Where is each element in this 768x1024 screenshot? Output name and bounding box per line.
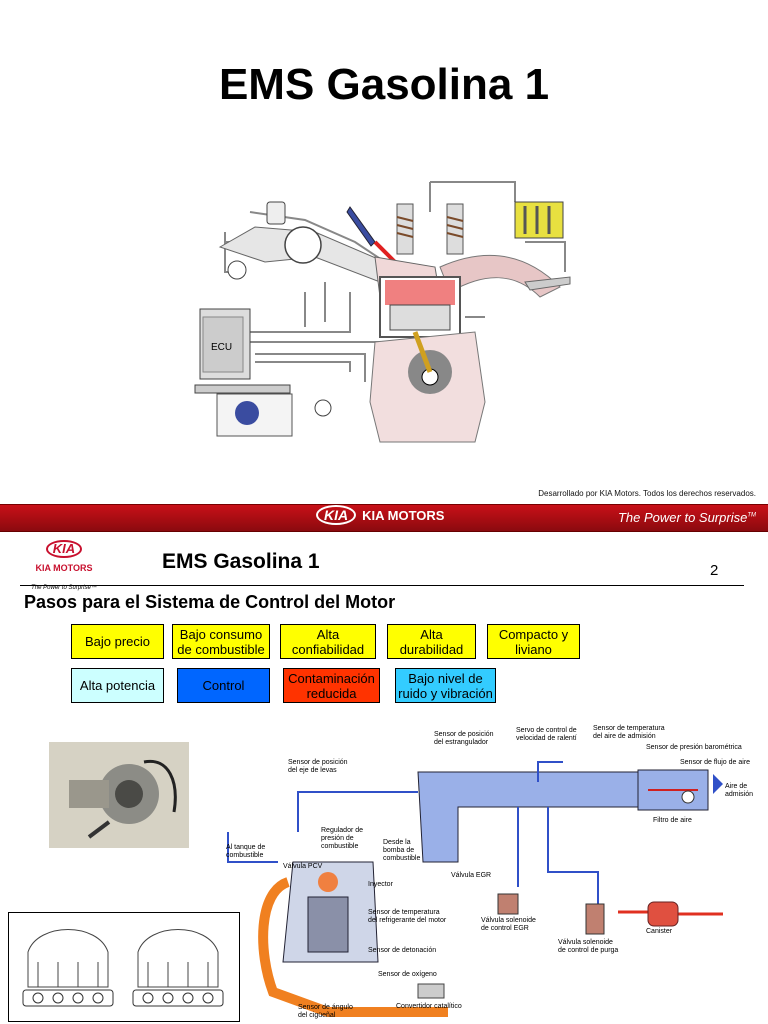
logo-slogan: The Power to Surprise™: [31, 585, 97, 591]
feature-box: Compacto y liviano: [487, 624, 580, 659]
label-tps: Sensor de posición: [434, 731, 494, 738]
label-tank: Al tanque de: [226, 844, 265, 851]
label-regulator2: presión de: [321, 835, 354, 842]
label-baro: Sensor de presión barométrica: [646, 744, 742, 751]
label-isc2: velocidad de ralentí: [516, 735, 577, 742]
label-cat: Convertidor catalítico: [396, 1003, 462, 1010]
label-cmp2: del eje de levas: [288, 767, 337, 774]
banner-brand: KIA MOTORS: [362, 507, 445, 523]
feature-box: Bajo precio: [71, 624, 164, 659]
label-maf: Sensor de flujo de aire: [680, 759, 750, 766]
label-pcv: Válvula PCV: [283, 863, 323, 870]
label-filter: Filtro de aire: [653, 817, 692, 824]
feature-box: Contaminación reducida: [283, 668, 380, 703]
feature-box: Bajo consumo de combustible: [172, 624, 270, 659]
label-cmp: Sensor de posición: [288, 759, 348, 766]
slide1-title: EMS Gasolina 1: [218, 60, 550, 109]
label-knock: Sensor de detonación: [368, 947, 436, 954]
kia-emblem-icon: KIA: [45, 540, 83, 558]
page-number: 2: [710, 562, 719, 579]
label-regulator3: combustible: [321, 843, 358, 850]
label-egr: Válvula EGR: [451, 872, 491, 879]
label-egr-sol: Válvula solenoide: [481, 917, 536, 924]
label-tank2: combustible: [226, 852, 263, 859]
copyright-notice: Desarrollado por KIA Motors. Todos los d…: [538, 489, 756, 498]
label-o2: Sensor de oxígeno: [378, 971, 437, 978]
label-purge: Válvula solenoide: [558, 939, 613, 946]
label-injector: Inyector: [368, 881, 394, 888]
label-air-in2: admisión: [725, 791, 753, 798]
slogan-tm: TM: [747, 512, 756, 519]
kia-logo: KIA KIA MOTORS The Power to Surprise™: [24, 540, 104, 594]
label-egr-sol2: de control EGR: [481, 925, 529, 932]
slogan-text: The Power to Surprise: [617, 510, 748, 525]
engine-system-diagram: ECU: [194, 181, 571, 443]
manifold-drawing: [8, 912, 240, 1022]
slide2-title: EMS Gasolina 1: [162, 550, 320, 573]
feature-box: Control: [177, 668, 270, 703]
label-pump: Desde la: [383, 839, 411, 846]
ecu-label: ECU: [211, 342, 232, 353]
label-ckp: Sensor de ángulo: [298, 1004, 353, 1011]
label-ect2: del refrigerante del motor: [368, 917, 447, 924]
feature-box: Alta potencia: [71, 668, 164, 703]
label-ect: Sensor de temperatura: [368, 909, 440, 916]
feature-box: Bajo nivel de ruido y vibración: [395, 668, 496, 703]
title-divider: [20, 585, 744, 586]
label-iat2: del aire de admisión: [593, 733, 656, 740]
label-iat: Sensor de temperatura: [593, 725, 665, 732]
throttle-body-photo: [49, 742, 189, 848]
label-tps2: del estrangulador: [434, 739, 489, 746]
banner-slogan: The Power to SurpriseTM: [618, 510, 756, 525]
slide2-subtitle: Pasos para el Sistema de Control del Mot…: [24, 592, 396, 612]
kia-emblem-icon: KIA: [316, 505, 357, 525]
label-canister: Canister: [646, 928, 673, 935]
kia-banner: [0, 504, 768, 532]
label-pump3: combustible: [383, 855, 420, 862]
feature-box: Alta confiabilidad: [280, 624, 376, 659]
banner-logo: KIA KIA MOTORS: [316, 505, 444, 525]
ems-component-diagram: Sensor de posición del estrangulador Ser…: [226, 725, 753, 1019]
label-purge2: de control de purga: [558, 947, 618, 954]
label-ckp2: del cigüeñal: [298, 1012, 336, 1019]
logo-brand: KIA MOTORS: [35, 563, 93, 573]
label-pump2: bomba de: [383, 847, 414, 854]
label-air-in: Aire de: [725, 783, 747, 790]
label-regulator: Regulador de: [321, 827, 363, 834]
feature-box: Alta durabilidad: [387, 624, 476, 659]
label-isc: Servo de control de: [516, 727, 577, 734]
